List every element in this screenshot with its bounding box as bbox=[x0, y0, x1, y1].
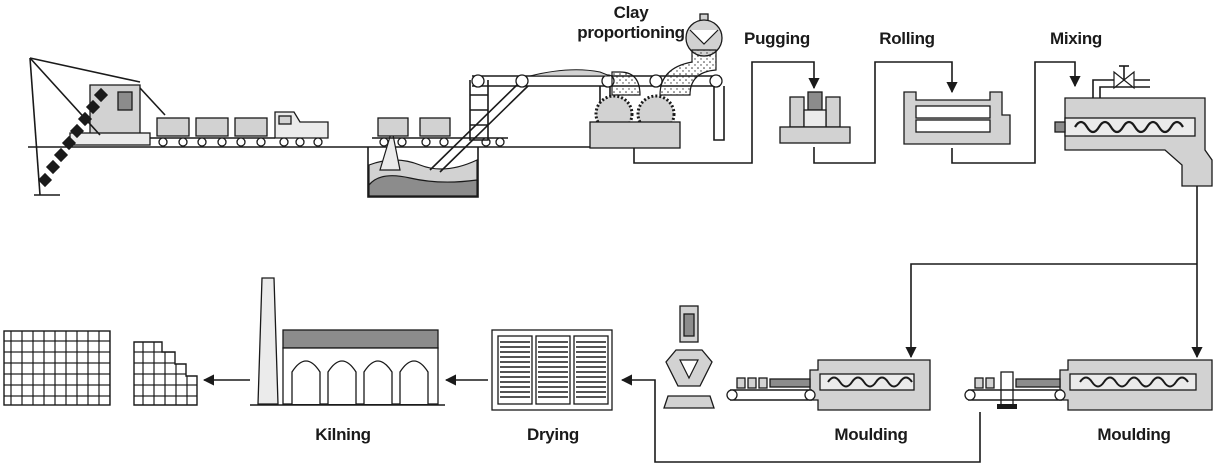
flow-line-to-moulding-1 bbox=[905, 263, 1197, 359]
rolling-machine bbox=[903, 91, 1011, 145]
label-rolling: Rolling bbox=[879, 29, 935, 48]
clay-carts-train bbox=[150, 117, 275, 147]
label-moulding-1: Moulding bbox=[834, 425, 907, 444]
flow-line-to-mixing bbox=[951, 61, 1081, 164]
label-moulding-2: Moulding bbox=[1097, 425, 1170, 444]
flow-line-to-drying bbox=[620, 374, 981, 463]
moulding-machine-1 bbox=[726, 359, 931, 411]
bucket-excavator bbox=[29, 57, 166, 196]
flow-line-to-pugging bbox=[633, 61, 820, 164]
inclined-conveyor bbox=[429, 69, 725, 173]
clay-pit bbox=[367, 117, 508, 198]
stepped-brick-stack bbox=[133, 341, 198, 406]
label-kilning: Kilning bbox=[315, 425, 371, 444]
brick-press bbox=[663, 305, 715, 409]
label-clay-proportioning-line2: proportioning bbox=[577, 23, 685, 42]
mixing-machine bbox=[1054, 65, 1213, 187]
drying-rack bbox=[491, 329, 613, 411]
full-brick-stack bbox=[3, 330, 111, 406]
flow-line-to-rolling bbox=[813, 61, 958, 164]
label-pugging: Pugging bbox=[744, 29, 810, 48]
kiln bbox=[250, 277, 445, 406]
label-mixing: Mixing bbox=[1050, 29, 1102, 48]
label-drying: Drying bbox=[527, 425, 579, 444]
label-clay-proportioning-line1: Clay bbox=[614, 3, 650, 22]
clay-proportioning-machine bbox=[589, 13, 723, 149]
moulding-machine-2 bbox=[964, 359, 1213, 411]
truck bbox=[274, 111, 329, 147]
pugging-machine bbox=[779, 91, 851, 144]
